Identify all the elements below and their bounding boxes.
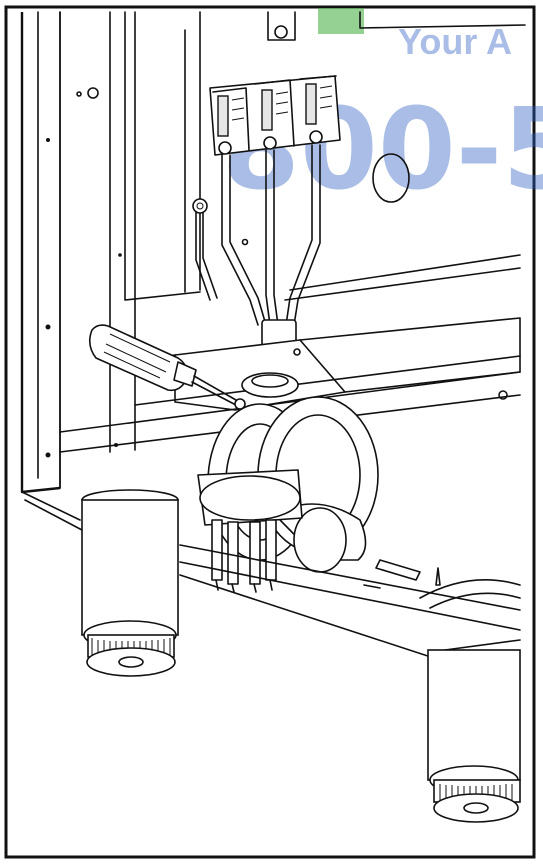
leveling-leg-right [427, 649, 521, 823]
leveling-leg-left [81, 489, 179, 677]
terminal-screw-1 [218, 141, 232, 155]
screwdriver [88, 324, 246, 410]
watermark: Your A 800-5 [222, 8, 543, 215]
watermark-line1: Your A [398, 21, 512, 62]
rear-panel [184, 11, 526, 301]
ground-screw-icon [192, 198, 208, 214]
terminal-screw-2 [263, 136, 277, 150]
leveling-legs [81, 489, 521, 823]
terminal-screw-3 [309, 130, 323, 144]
watermark-logo-icon [318, 8, 364, 34]
strain-relief-bracket [59, 317, 521, 453]
terminal-block [209, 75, 341, 156]
